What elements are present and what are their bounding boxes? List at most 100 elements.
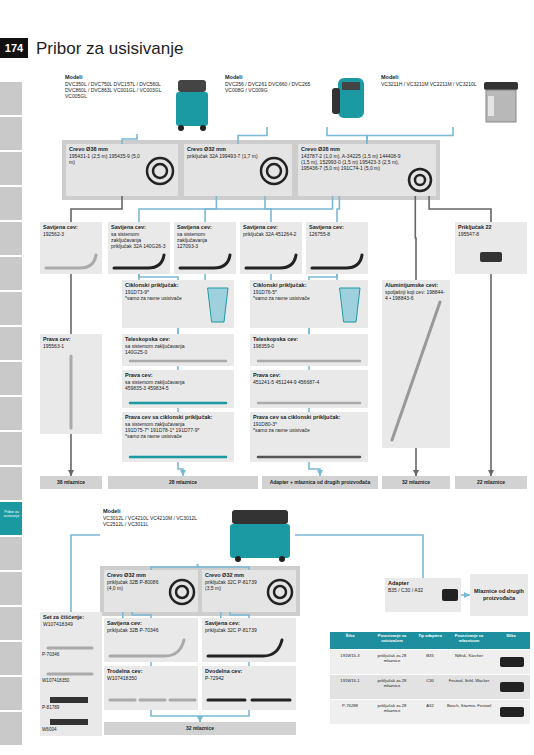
node-text: 459835-3 459834-5 [125,385,231,391]
node-text: 195547-8 [458,231,524,237]
node-heading: Crevo Ø32 mm [187,146,260,153]
node-heading: 38 mlaznice [57,479,85,485]
set-box: Set za čišćenje:W107418349 [40,612,102,736]
side-tab [0,222,22,255]
part-number: W6004 [42,727,100,733]
vacuum-illustration [484,82,518,122]
node-heading: Modeli [65,74,164,81]
side-tab [0,467,22,500]
bent-tube [208,640,282,656]
table-row [330,700,530,724]
model-box: ModeliVC3012L / VC4210L VC4210M / VC3012… [100,506,295,564]
vacuum-illustration [176,80,208,131]
part-box: Dvodelna cev:P-72942 [202,666,296,710]
vacuum-body [176,92,208,126]
bent-tube [180,255,230,268]
connector-line [205,196,333,222]
node-heading: Savijena cev: [243,224,299,231]
node-text: *samo za ravne usisivače [125,295,202,301]
bent-tube [312,255,362,268]
node-heading: Dvodelna cev: [205,668,293,675]
adapter-image [500,657,524,667]
table-background [330,632,530,724]
node-text: priključak 32C P-81739 (3,5 m) [205,579,266,592]
set-nozzle [50,697,88,703]
node-text: 140G25-0 [125,349,231,355]
side-tab [0,677,22,710]
connector-line [415,448,417,476]
set-part [48,647,92,650]
page-number: 174 [0,42,28,55]
vacuum-head [484,82,518,90]
node-heading: Prava cev: [253,372,365,379]
node-text: *samo za ravne usisivače [253,295,336,301]
node-heading: Priključak 22 [458,224,524,231]
hose-coil [261,158,287,184]
wheel [279,556,285,562]
part-box: Aluminijumske cevi:spoljašnji koji cev: … [382,280,450,448]
side-tab [0,82,22,115]
node-text: 127093-3 [177,243,233,249]
node-heading: Prava cev: [43,336,99,343]
part-box: Prava cev:451241-5 451244-9 456687-4 [250,370,368,408]
straight-tube [130,402,226,405]
side-tab [0,432,22,465]
cyclone-cup [208,288,228,322]
node-heading: Savijena cev: [107,620,195,627]
bent-tube [114,255,164,268]
part-box: Teleskopska cev:198359-0 [250,334,368,366]
vacuum-head [232,510,288,524]
cyclone-cup [340,288,360,322]
hose-coil [274,586,286,598]
node-heading: Mlaznice od drugih proizvođača [473,588,525,602]
tube-illustrations [46,252,524,725]
node-heading: Modeli [225,74,324,81]
connector-line [70,434,72,476]
node-heading: Savijena cev: [111,224,167,231]
table-header-cell: Povezivanje sa mlaznicom [446,634,492,644]
part-box: Savijena cev:192562-3 [40,222,102,274]
part-box: Trodelna cev:W107418350 [104,666,198,710]
table-row [330,675,530,699]
hose-box: Crevo Ø38 mm195431-1 (2,5 m) 195435-9 (5… [66,144,178,196]
hose-coil [170,580,194,604]
side-tab [0,607,22,640]
nozzle-bar: 38 mlaznice [40,476,102,489]
side-tab [0,292,22,325]
part-box: Priključak 22195547-8 [455,222,527,274]
node-text: priključak 32C P-81739 [205,627,293,633]
connector-line [295,535,423,578]
node-heading: Crevo Ø32 mm [205,572,266,579]
node-heading: Adapter + mlaznica od drugih proizvođača [270,479,371,485]
node-text: 191D73-9* [125,289,202,295]
part-box: Savijena cev:priključak 32B P-70346 [104,618,198,662]
wheel [200,125,206,131]
wheel [178,125,184,131]
node-text: priključak 32B P-80086 (4,0 m) [107,579,168,592]
section-tab: Pribor za usisivanje [1,510,22,519]
node-text: W107418350 [107,675,195,681]
hose-coil [176,586,188,598]
node-text: spoljašnji koji cev: 198844-4 • 198843-6 [385,289,447,302]
connector-line [309,462,320,476]
table-cell: A32 [414,703,446,708]
part-box: Savijena cev:sa sistemom zaključavanja12… [174,222,236,274]
node-heading: Set za čišćenje: [43,614,99,621]
node-text: priključak 32A 199493-7 (1,7 m) [187,153,260,159]
hose-band [100,566,300,616]
nozzle-bar: 32 mlaznice [382,476,450,489]
part-number: P-81789 [42,705,100,711]
node-text: 195431-1 (2,5 m) 195435-9 (5,0 m) [69,153,146,166]
vacuum-strap [332,88,340,114]
side-tab-active [0,502,22,535]
set-part [48,673,92,676]
table-header-cell: Povezivanje sa usisivačem [370,634,414,644]
bent-tube [46,255,96,268]
hose-coil [153,164,167,178]
connector-line [122,134,137,144]
node-heading: Adapter [388,580,437,587]
node-heading: Prava cev sa ciklonski priključak: [125,414,231,421]
side-tab [0,712,22,745]
node-text: VC3012L / VC4210L VC4210M / VC3012L VC25… [103,515,217,528]
